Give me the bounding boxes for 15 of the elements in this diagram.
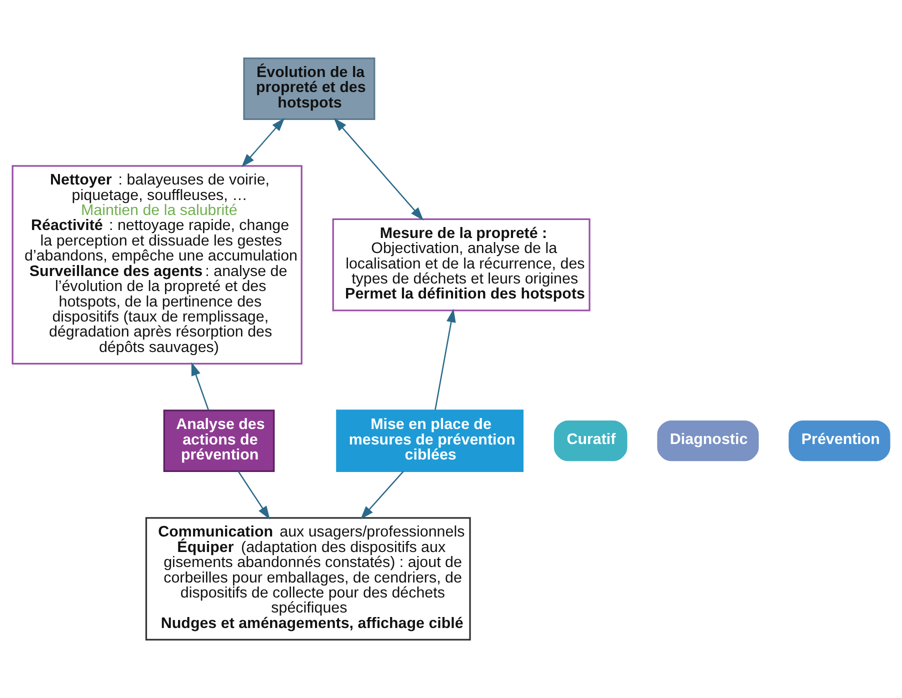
node-box: Nettoyer : balayeuses de voirie, piquetage, souffleuses, … Maintien de la salubrité Réactivité : nettoyage rapide, change la perception et dissuade les gestes d’abandons, empêche une accumulation Surveillance des agents : analyse de l’évolution de la propreté et des hotspots, de la pertinence des dispositifs (taux de remplissage, dégradation après résorption des dépôts sauvages)	[12, 165, 302, 364]
node-box: Curatif	[554, 420, 628, 462]
node-box: Mise en place de mesures de prévention ciblées	[336, 410, 524, 472]
arrow	[238, 471, 270, 520]
arrow	[241, 118, 285, 168]
node-box: Analyse des actions de prévention	[163, 410, 275, 472]
node-box: Prévention	[788, 420, 890, 462]
arrow	[334, 118, 424, 221]
arrow	[191, 362, 210, 410]
node-box: Communication aux usagers/professionnels Équiper (adaptation des dispositifs aux gisements abandonnés constatés) : ajout de corbeilles pour emballages, de cendriers, de dispositifs de collecte pour des déchets spécifiques Nudges et aménagements, affichage ciblé	[145, 517, 471, 640]
node-box: Diagnostic	[657, 420, 759, 462]
arrow	[434, 308, 456, 410]
node-box: Mesure de la propreté : Objectivation, analyse de la localisation et de la récurrence, des types de déchets et leurs origines Permet la définition des hotspots	[332, 218, 590, 312]
node-box: Évolution de la propreté et des hotspots	[243, 58, 376, 120]
arrow	[360, 470, 404, 520]
